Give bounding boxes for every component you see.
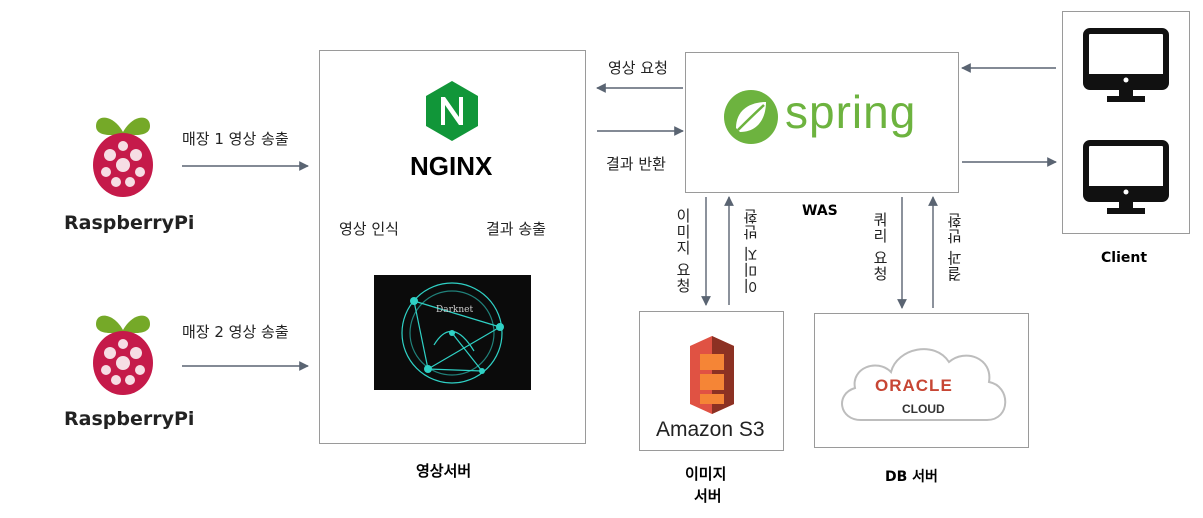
client-caption: Client: [1101, 250, 1148, 266]
video-server-caption: 영상서버: [416, 462, 472, 480]
nginx-logo-icon: [426, 81, 478, 141]
image-server-box: Amazon S3: [639, 311, 784, 451]
monitor-icon: [1083, 140, 1169, 214]
edge-label-query-request: 쿼리 요청: [871, 212, 889, 282]
darknet-panel: Darknet: [374, 275, 531, 390]
spring-label: spring: [785, 86, 917, 138]
client-box: [1062, 11, 1190, 234]
edge-label-video-request: 영상 요청: [608, 59, 668, 77]
was-box: spring: [685, 52, 959, 193]
edge-label-image-request: 이미지 요청: [674, 208, 692, 294]
was-caption: WAS: [802, 203, 838, 219]
edge-label-query-return: 결과 반환: [946, 212, 964, 282]
edge-label-result-send: 결과 송출: [486, 220, 546, 238]
amazon-s3-icon: [690, 336, 734, 414]
raspberry-pi-label: RaspberryPi: [64, 212, 195, 234]
darknet-logo-icon: [401, 282, 504, 384]
spring-leaf-icon: [724, 90, 778, 144]
image-server-caption-line1: 이미지: [685, 465, 727, 483]
raspberry-pi-node-2: RaspberryPi: [60, 308, 194, 438]
cloud-icon: [841, 348, 1007, 421]
db-server-box: ORACLE CLOUD: [814, 313, 1029, 448]
nginx-label: NGINX: [410, 151, 493, 181]
oracle-label: ORACLE: [875, 376, 953, 395]
raspberry-pi-icon: [93, 315, 153, 395]
edge-label-store1: 매장 1 영상 송출: [182, 130, 289, 148]
oracle-cloud-sub-label: CLOUD: [902, 402, 945, 416]
amazon-s3-label: Amazon S3: [656, 418, 765, 441]
monitor-icon: [1083, 28, 1169, 102]
video-server-box: NGINX Darknet: [319, 50, 586, 444]
raspberry-pi-icon: [93, 117, 153, 197]
edge-label-recognize: 영상 인식: [339, 220, 399, 238]
edge-label-result-return: 결과 반환: [606, 155, 666, 173]
raspberry-pi-node-1: RaspberryPi: [60, 110, 194, 240]
raspberry-pi-label: RaspberryPi: [64, 408, 195, 430]
db-server-caption: DB 서버: [885, 469, 938, 485]
edge-label-store2: 매장 2 영상 송출: [182, 323, 289, 341]
edge-label-image-return: 이미지 반환: [742, 208, 760, 294]
image-server-caption-line2: 서버: [694, 487, 722, 505]
darknet-label: Darknet: [436, 305, 474, 315]
